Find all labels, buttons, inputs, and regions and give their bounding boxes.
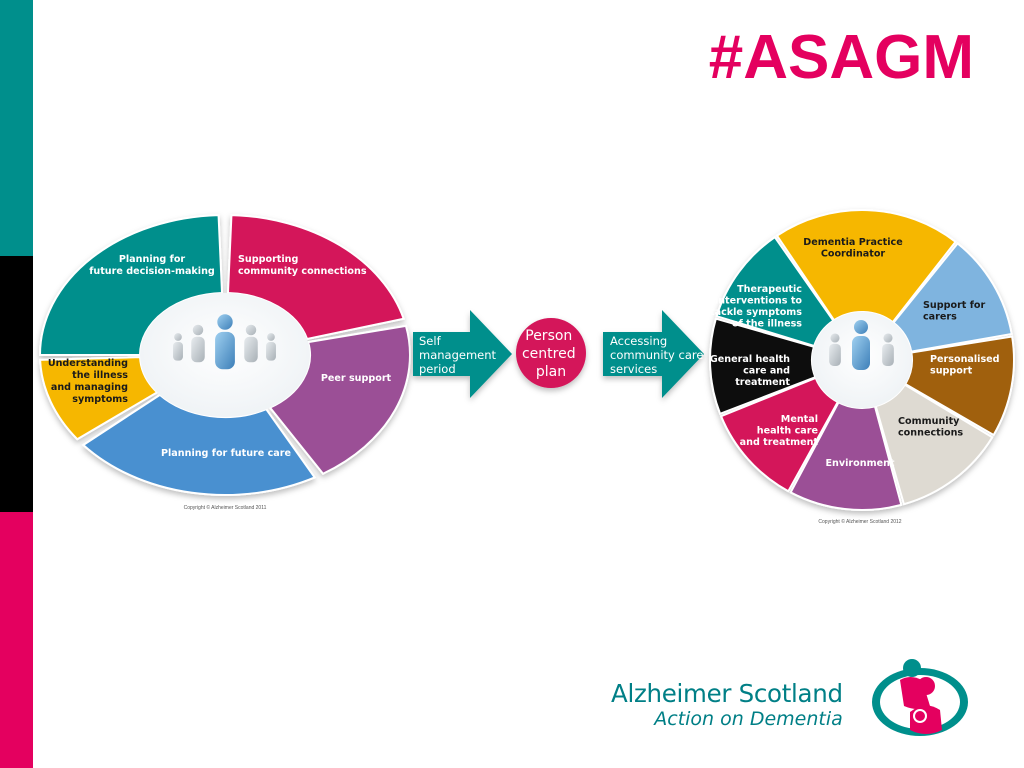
left-segment-label-2: Peer support <box>321 373 392 384</box>
side-stripe-pink <box>0 512 33 768</box>
brand-tagline: Action on Dementia <box>654 708 843 730</box>
brand-name: Alzheimer Scotland <box>611 679 843 708</box>
right-people-icon <box>829 320 894 370</box>
alzheimer-scotland-logo <box>872 659 968 736</box>
right-copyright: Copyright © Alzheimer Scotland 2012 <box>818 518 901 525</box>
person-icon <box>244 324 258 363</box>
left-people-icon <box>173 314 276 370</box>
brand-wordmark: Alzheimer Scotland Action on Dementia <box>611 679 843 731</box>
person-centred-plan-text: Person centred plan <box>522 328 580 380</box>
person-icon <box>173 333 183 361</box>
person-icon <box>829 333 841 366</box>
person-icon <box>266 333 276 361</box>
person-icon <box>191 324 205 363</box>
arrow-accessing-services <box>603 310 704 398</box>
left-segment-label-3: Planning for future care <box>161 448 292 459</box>
left-copyright: Copyright © Alzheimer Scotland 2011 <box>184 504 267 511</box>
right-segment-label-4: Environment <box>826 458 895 469</box>
arrow-self-management-text: Self management period <box>419 334 500 376</box>
person-icon <box>215 314 235 370</box>
arrow-self-management <box>413 310 512 398</box>
right-segment-0 <box>775 209 957 324</box>
side-stripe-teal <box>0 0 33 256</box>
slide-hashtag: #ASAGM <box>708 23 974 92</box>
side-stripe-black <box>0 256 33 512</box>
person-icon <box>852 320 870 370</box>
person-icon <box>882 333 894 366</box>
arrow-accessing-services-text: Accessing community care services <box>610 334 707 376</box>
person-centred-plan-circle <box>516 318 586 388</box>
